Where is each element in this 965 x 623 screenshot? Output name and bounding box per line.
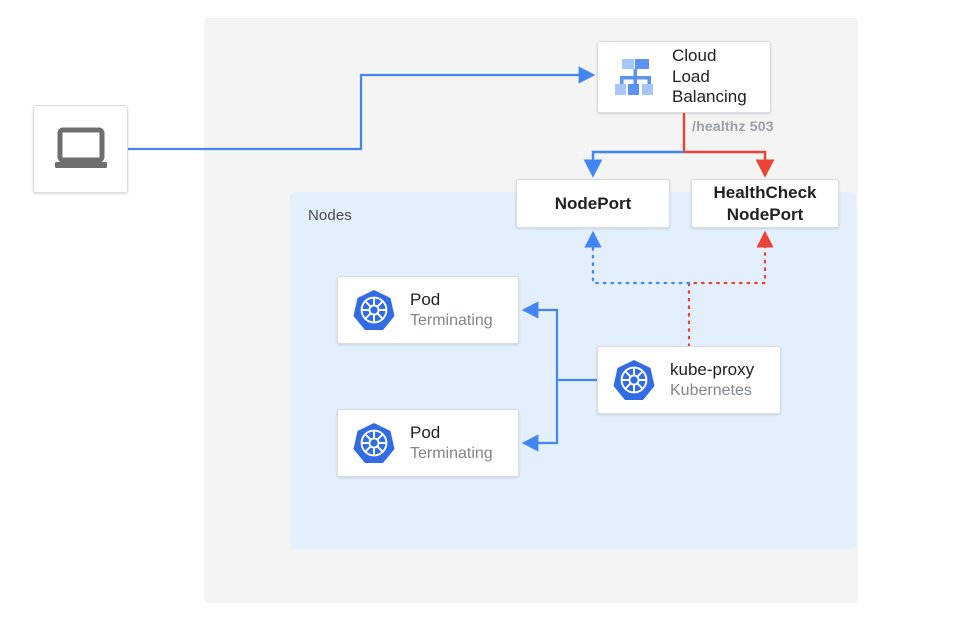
kube-proxy-labels: kube-proxy Kubernetes xyxy=(670,360,754,400)
pod-node-1-title: Pod xyxy=(410,289,441,309)
healthcheck-nodeport-label-line1: HealthCheck xyxy=(713,183,817,203)
pod-node-1-subtitle: Terminating xyxy=(410,311,493,329)
nodeport-label: NodePort xyxy=(554,193,632,213)
cloud-load-balancing-label-line1: Cloud Load xyxy=(672,45,717,86)
kube-proxy-subtitle: Kubernetes xyxy=(670,381,752,399)
pod-node-2-title: Pod xyxy=(410,422,441,442)
kube-proxy-title: kube-proxy xyxy=(670,359,755,379)
kubernetes-icon xyxy=(613,360,655,400)
pod-node-2-labels: Pod Terminating xyxy=(410,423,493,463)
pod-node-1[interactable]: Pod Terminating xyxy=(337,276,519,344)
cloud-load-balancing-labels: Cloud Load Balancing xyxy=(672,46,756,108)
healthcheck-nodeport-node[interactable]: HealthCheck NodePort xyxy=(691,179,839,228)
kubernetes-icon xyxy=(353,423,395,463)
kubernetes-icon xyxy=(353,290,395,330)
laptop-icon xyxy=(54,127,107,168)
pod-node-2-subtitle: Terminating xyxy=(410,444,493,462)
client-node[interactable] xyxy=(33,105,128,193)
nodeport-node[interactable]: NodePort xyxy=(516,179,670,228)
cloud-load-balancing-label-line2: Balancing xyxy=(672,87,747,107)
cloud-load-balancing-icon xyxy=(615,59,653,95)
nodes-region-label: Nodes xyxy=(308,207,352,224)
healthz-edge-label: /healthz 503 xyxy=(692,118,774,134)
pod-node-1-labels: Pod Terminating xyxy=(410,290,493,330)
kube-proxy-node[interactable]: kube-proxy Kubernetes xyxy=(597,346,781,414)
healthcheck-nodeport-labels: HealthCheck NodePort xyxy=(714,182,817,225)
cloud-load-balancing-node[interactable]: Cloud Load Balancing xyxy=(597,41,771,113)
healthcheck-nodeport-label-line2: NodePort xyxy=(726,204,804,224)
pod-node-2[interactable]: Pod Terminating xyxy=(337,409,519,477)
